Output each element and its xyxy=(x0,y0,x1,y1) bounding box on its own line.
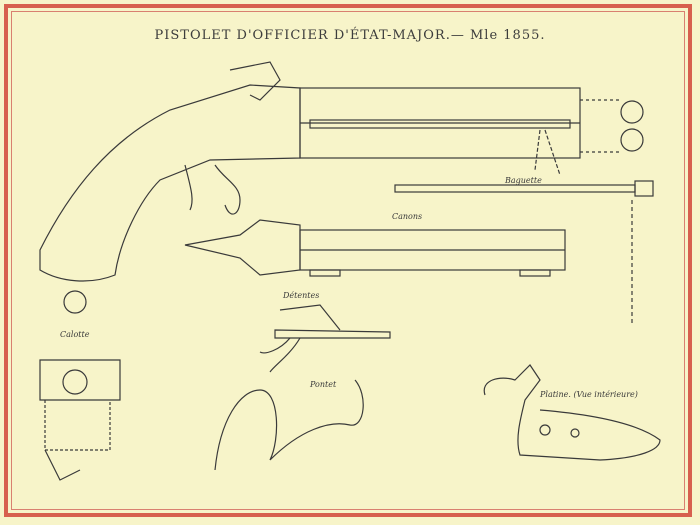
label-platine: Platine. (Vue intérieure) xyxy=(540,390,638,399)
baguette-ramrod xyxy=(394,180,654,325)
label-pontet: Pontet xyxy=(310,380,337,389)
canons-barrels xyxy=(184,219,566,277)
pistol-assembled xyxy=(39,61,644,314)
red-border xyxy=(4,4,692,517)
label-calotte: Calotte xyxy=(60,330,90,339)
detentes-triggers xyxy=(259,304,391,373)
label-detentes: Détentes xyxy=(283,291,320,300)
pontet-trigger-guard xyxy=(214,379,364,471)
inner-border xyxy=(11,11,685,510)
calotte-buttcap xyxy=(39,359,121,481)
label-baguette: Baguette xyxy=(505,176,542,185)
platine-lock xyxy=(483,364,661,461)
label-canons: Canons xyxy=(392,212,423,221)
plate-title: PISTOLET D'OFFICIER D'ÉTAT-MAJOR.— Mle 1… xyxy=(154,28,546,43)
